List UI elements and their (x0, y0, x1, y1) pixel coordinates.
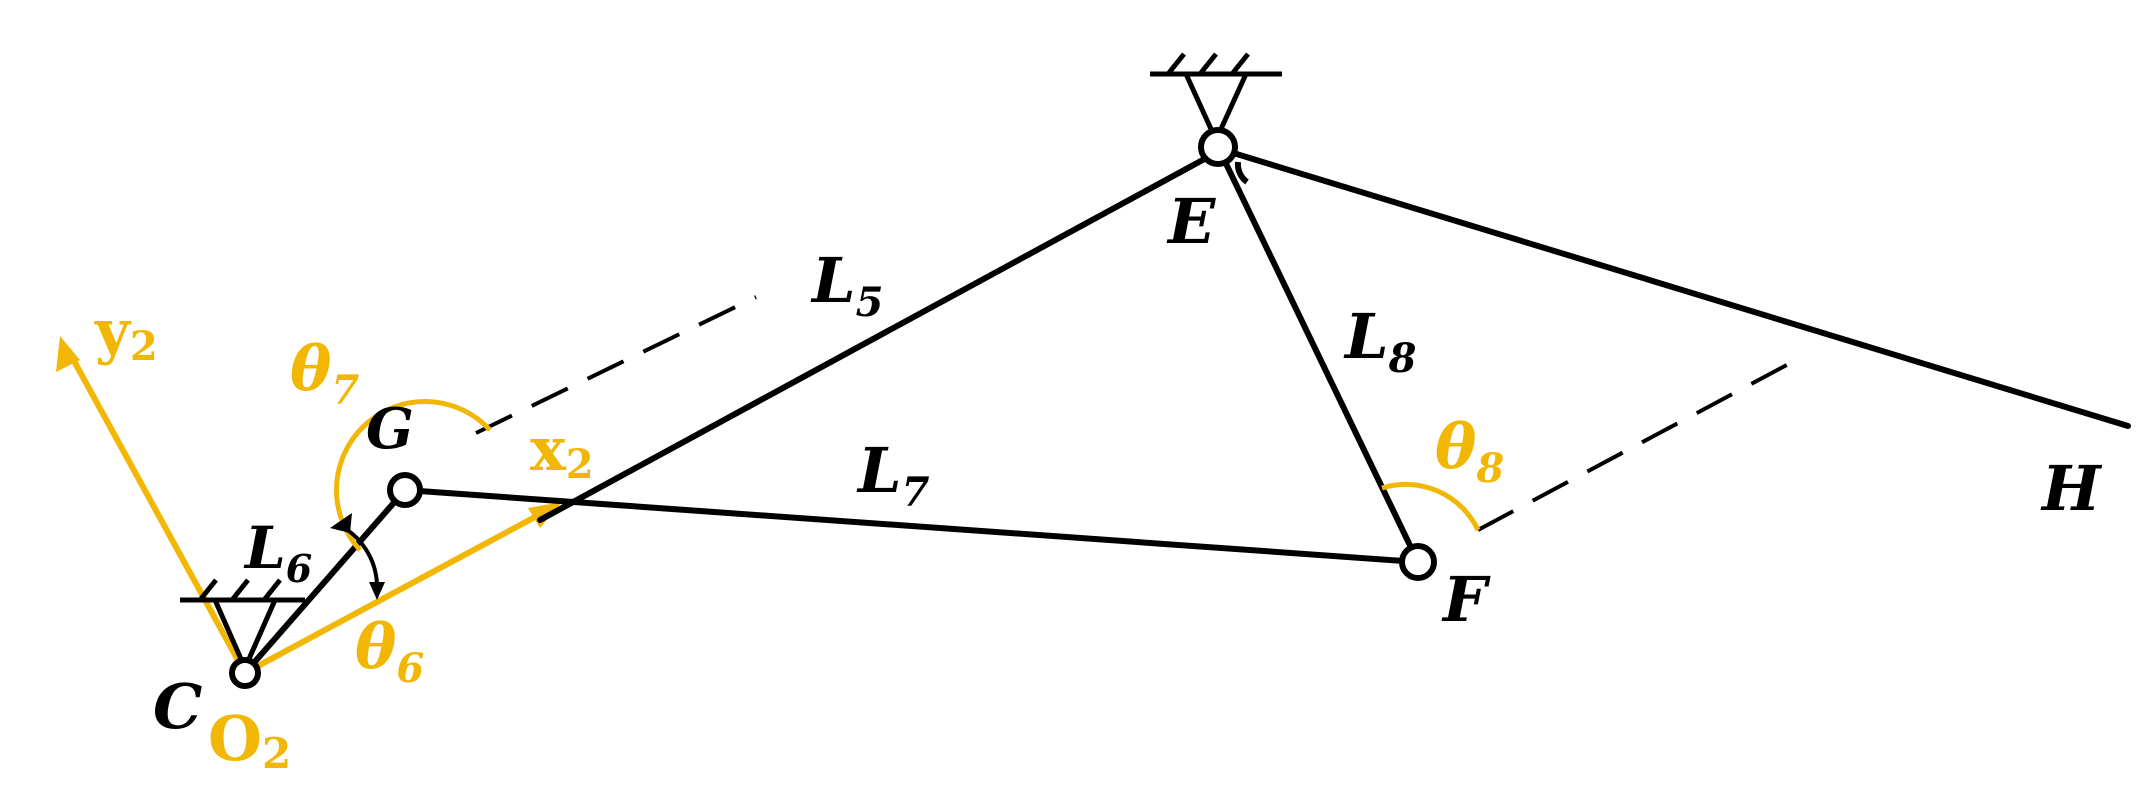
label-L8: L8 (1343, 300, 1416, 382)
label-theta7: θ7 (290, 332, 359, 414)
ground-hatch-E3 (1230, 52, 1250, 76)
theta6-arrowhead-top (330, 513, 352, 533)
joints (229, 127, 1437, 689)
x2-axis (243, 507, 550, 676)
label-L7-sub: 7 (902, 469, 930, 516)
label-E: E (1166, 185, 1216, 258)
label-theta7-sub: 7 (331, 367, 359, 414)
joint-F (1399, 543, 1437, 581)
theta8-arc (1381, 481, 1481, 532)
label-L6: L6 (243, 514, 312, 591)
label-y2-main: y (94, 297, 132, 367)
dashed-line-right (1477, 358, 1797, 532)
label-x2-sub: 2 (566, 441, 594, 488)
label-L8-main: L (1343, 300, 1389, 373)
label-theta6-main: θ (355, 610, 397, 683)
joint-C (229, 657, 261, 689)
reference-lines (475, 295, 1797, 532)
accent-labels: O2 θ6 θ7 θ8 x2 y2 (94, 297, 1504, 778)
ground-support-E (1150, 52, 1282, 147)
label-O2: O2 (208, 702, 291, 778)
ground-hatch-C3 (262, 578, 282, 602)
label-L5-sub: 5 (856, 279, 884, 326)
theta7-arc (334, 399, 492, 552)
label-theta7-main: θ (290, 332, 332, 405)
ground-hatch-E1 (1166, 52, 1186, 76)
label-theta8: θ8 (1435, 410, 1504, 492)
y2-axis (65, 348, 248, 675)
y2-arrowhead (56, 336, 80, 372)
angle-mark-E (1234, 161, 1249, 185)
label-L6-sub: 6 (286, 546, 312, 591)
ground-hatch-E2 (1198, 52, 1218, 76)
label-H: H (2040, 452, 2103, 525)
label-x2: x2 (530, 415, 594, 488)
label-O2-main: O (208, 702, 262, 775)
label-L6-main: L (243, 514, 286, 582)
label-theta6-sub: 6 (396, 645, 424, 692)
link-EH (1227, 149, 2131, 429)
label-x2-main: x (530, 415, 567, 485)
label-L5-main: L (810, 244, 856, 317)
link-L5 (537, 153, 1213, 523)
links (242, 144, 2131, 676)
joint-G (387, 472, 423, 508)
label-F: F (1441, 563, 1491, 636)
label-y2: y2 (94, 297, 158, 370)
angle-arcs (330, 161, 1481, 600)
theta6-arrowhead-bottom (369, 582, 385, 600)
link-L8 (1215, 144, 1421, 565)
label-G: G (366, 396, 414, 462)
dashed-line-upper (475, 295, 757, 435)
label-L7-main: L (856, 434, 902, 507)
ground-hatch-C2 (230, 578, 250, 602)
ground-hatch-C1 (198, 578, 218, 602)
label-C: C (153, 670, 202, 743)
label-L5: L5 (810, 244, 883, 326)
link-labels: L5 L6 L7 L8 (243, 244, 1416, 591)
label-y2-sub: 2 (130, 323, 158, 370)
joint-E (1198, 127, 1238, 167)
label-O2-sub: 2 (262, 729, 291, 778)
label-theta6: θ6 (355, 610, 424, 692)
label-L8-sub: 8 (1388, 335, 1417, 382)
label-theta8-sub: 8 (1475, 445, 1504, 492)
label-theta8-main: θ (1435, 410, 1477, 483)
label-L7: L7 (856, 434, 930, 516)
link-L7 (402, 487, 1421, 565)
link-L6 (242, 487, 408, 676)
point-labels: C G E F H (153, 185, 2103, 743)
